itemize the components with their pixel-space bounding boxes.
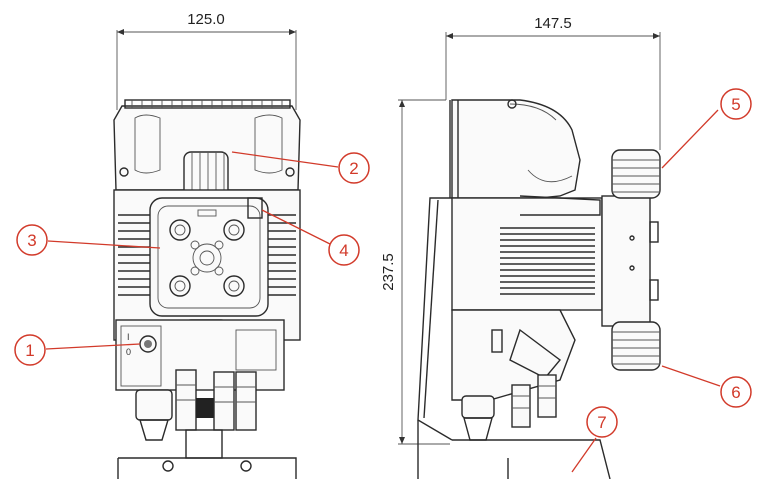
svg-text:4: 4 — [339, 241, 348, 260]
front-view: 125.0 — [113, 11, 301, 479]
svg-text:3: 3 — [27, 231, 36, 250]
svg-text:5: 5 — [731, 95, 740, 114]
callout-6: 6 — [661, 365, 752, 408]
side-width-dimension: 147.5 — [445, 15, 661, 150]
callout-2: 2 — [231, 151, 370, 184]
svg-text:7: 7 — [597, 413, 606, 432]
side-height-label: 237.5 — [380, 253, 397, 291]
front-width-label: 125.0 — [187, 11, 225, 28]
svg-text:1: 1 — [25, 341, 34, 360]
side-view: 147.5 237.5 — [380, 15, 661, 479]
svg-text:6: 6 — [731, 383, 740, 402]
svg-text:0: 0 — [126, 347, 131, 357]
front-width-dimension: 125.0 — [116, 11, 297, 110]
svg-text:2: 2 — [349, 159, 358, 178]
callout-4: 4 — [261, 209, 360, 266]
callout-7: 7 — [571, 406, 618, 473]
callout-3: 3 — [16, 224, 161, 256]
svg-text:I: I — [127, 332, 130, 342]
side-width-label: 147.5 — [534, 15, 572, 32]
side-height-dimension: 237.5 — [380, 99, 450, 445]
callout-1: 1 — [14, 334, 141, 366]
callout-5: 5 — [661, 88, 752, 169]
